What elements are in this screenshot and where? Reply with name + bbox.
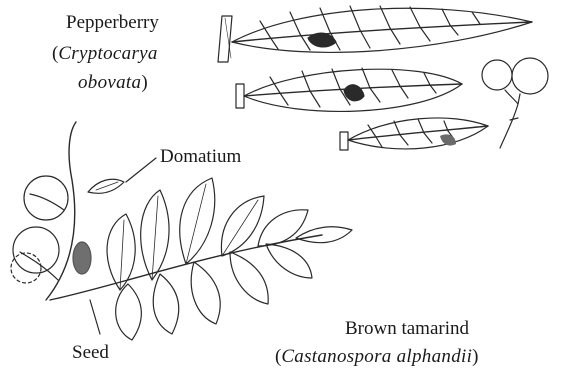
tamarind-fruit-stalks <box>20 194 64 280</box>
seed-leader-line <box>90 300 100 334</box>
pepperberry-scientific-name-line1: (Cryptocarya <box>52 44 158 63</box>
tamarind-binomial: Castanospora alphandii <box>281 346 472 367</box>
brown-tamarind-common-name: Brown tamarind <box>345 319 469 338</box>
domatium-detail <box>88 179 124 193</box>
seed-shape <box>73 242 91 274</box>
pepperberry-close-paren: ) <box>141 72 147 93</box>
tamarind-fruits <box>11 176 68 283</box>
pepperberry-leaf-1 <box>218 6 532 62</box>
pepperberry-species: obovata <box>78 72 141 93</box>
pepperberry-domatium-mark-3 <box>440 134 456 145</box>
pepperberry-leaf-3 <box>340 118 488 150</box>
tamarind-leaflets <box>107 178 352 340</box>
pepperberry-domatium-mark-2 <box>344 85 364 101</box>
seed-label: Seed <box>72 343 109 362</box>
brown-tamarind-scientific-name: (Castanospora alphandii) <box>275 347 478 366</box>
tamarind-rachis <box>50 235 322 300</box>
domatium-leader-line <box>126 158 156 182</box>
pepperberry-fruit-cluster <box>482 58 548 148</box>
domatium-label: Domatium <box>160 147 241 166</box>
tamarind-close-paren: ) <box>472 346 478 367</box>
pepperberry-genus: Cryptocarya <box>58 43 157 64</box>
pepperberry-scientific-name-line2: obovata) <box>78 73 148 92</box>
pepperberry-common-name: Pepperberry <box>66 13 159 32</box>
